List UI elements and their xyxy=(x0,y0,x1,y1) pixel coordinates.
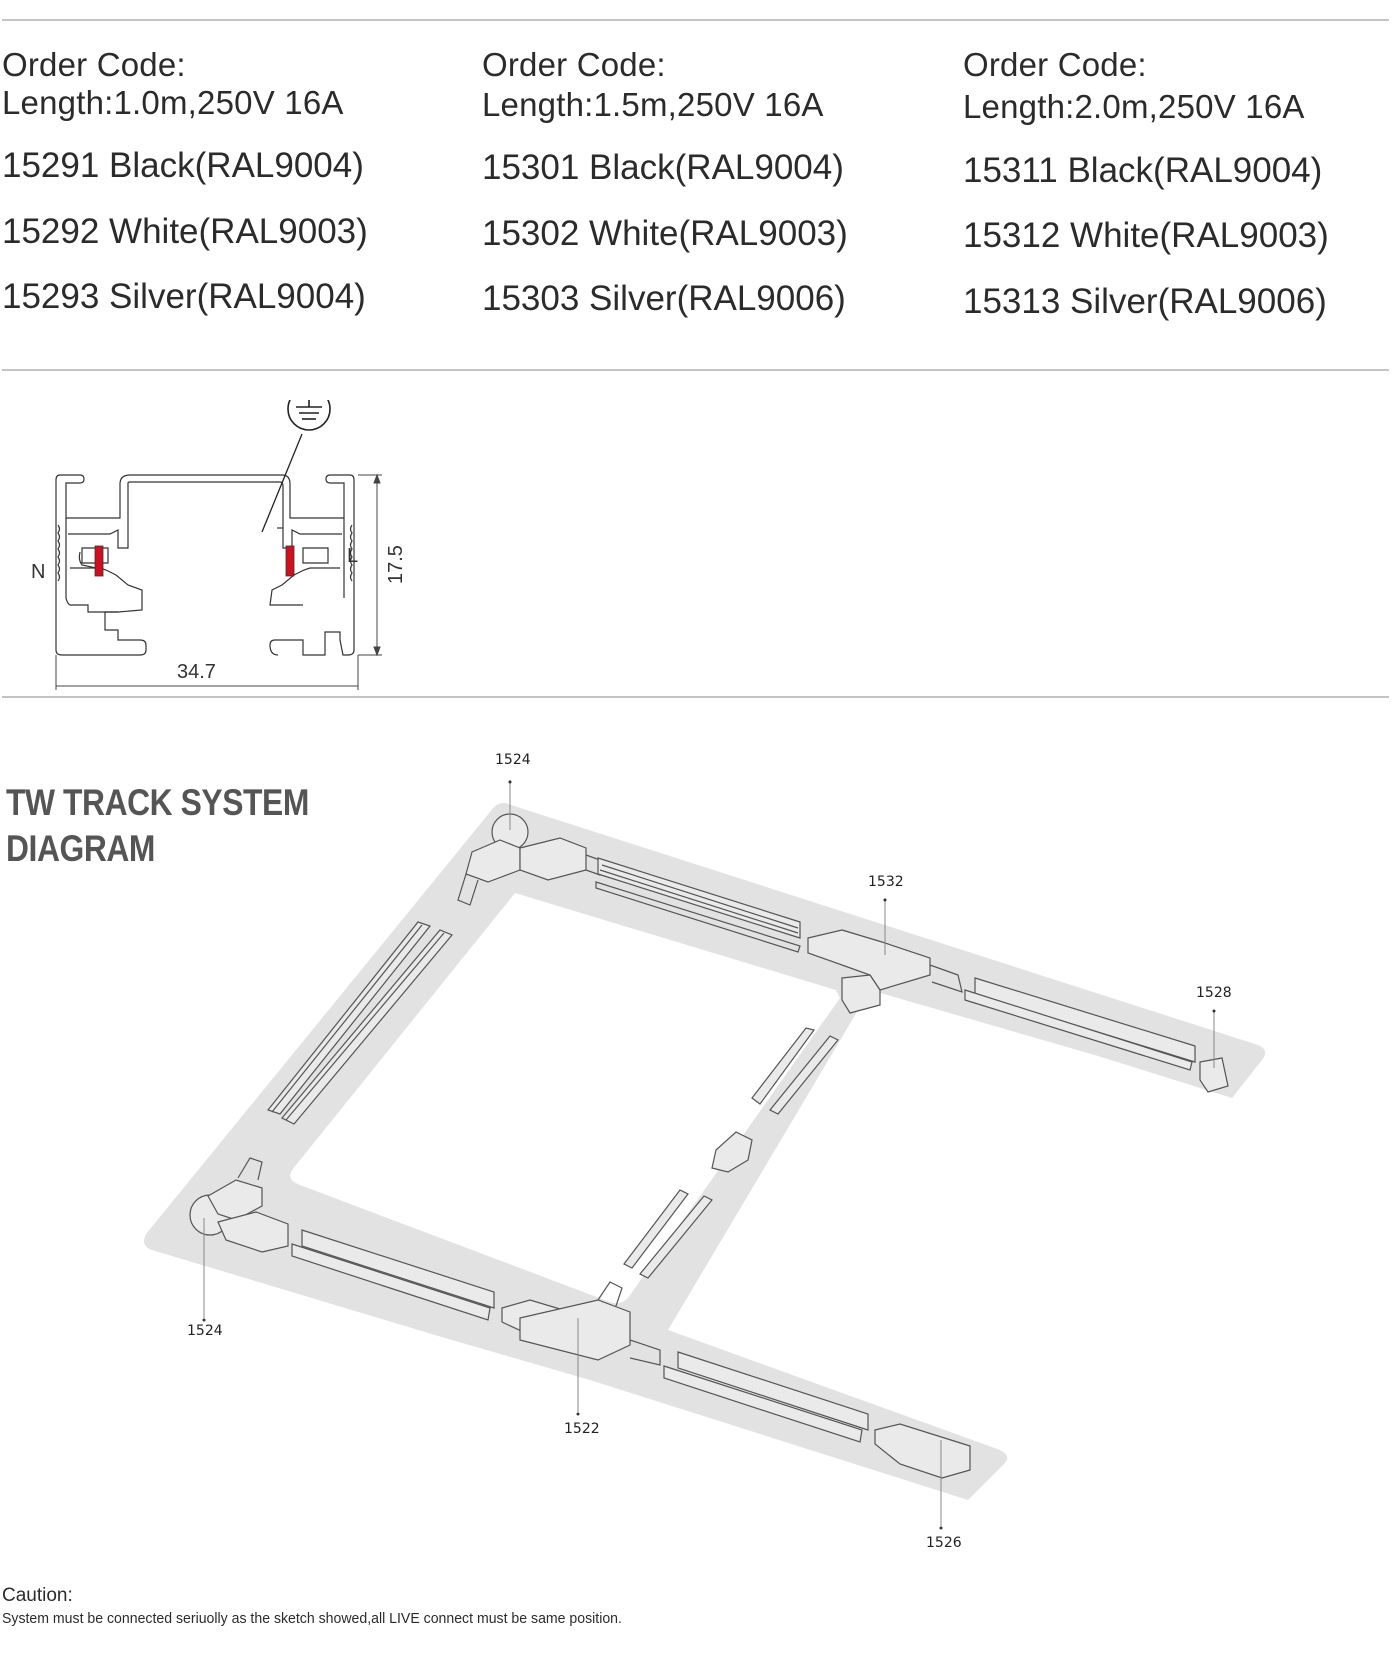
order-item: 15292 White(RAL9003) xyxy=(2,212,368,251)
divider-middle xyxy=(2,369,1389,371)
layout-background xyxy=(144,802,1266,1500)
track-profile-drawing: N L 34.7 17.5 xyxy=(31,400,407,690)
length-spec: Length:1.5m,250V 16A xyxy=(482,86,824,123)
divider-lower xyxy=(2,696,1389,698)
callout-1528: 1528 xyxy=(1196,985,1232,1001)
length-spec: Length:2.0m,250V 16A xyxy=(963,88,1305,125)
callout-1532: 1532 xyxy=(868,874,904,890)
diagram-title-line1: TW TRACK SYSTEM xyxy=(6,782,309,823)
order-item: 15303 Silver(RAL9006) xyxy=(482,279,846,318)
live-label: L xyxy=(347,545,358,567)
order-item: 15302 White(RAL9003) xyxy=(482,214,848,253)
order-item: 15301 Black(RAL9004) xyxy=(482,148,844,187)
order-column-1-5m: Order Code: Length:1.5m,250V 16A 15301 B… xyxy=(482,46,848,318)
callout-1526: 1526 xyxy=(926,1535,962,1551)
order-code-heading: Order Code: xyxy=(482,46,666,83)
order-column-2m: Order Code: Length:2.0m,250V 16A 15311 B… xyxy=(963,46,1329,321)
order-item: 15293 Silver(RAL9004) xyxy=(2,277,366,316)
diagram-title: TW TRACK SYSTEM DIAGRAM xyxy=(6,780,309,872)
order-item: 15311 Black(RAL9004) xyxy=(963,151,1323,190)
height-dimension: 17.5 xyxy=(385,545,407,584)
callout-1524-top: 1524 xyxy=(495,752,531,768)
order-item: 15312 White(RAL9003) xyxy=(963,216,1329,255)
caution-title: Caution: xyxy=(2,1585,73,1606)
callout-1524-bottom: 1524 xyxy=(187,1323,223,1339)
order-code-heading: Order Code: xyxy=(963,46,1147,83)
length-spec: Length:1.0m,250V 16A xyxy=(2,84,344,121)
order-item: 15313 Silver(RAL9006) xyxy=(963,282,1327,321)
order-column-1m: Order Code: Length:1.0m,250V 16A 15291 B… xyxy=(2,46,368,316)
earth-ground-icon xyxy=(287,400,331,431)
callout-1522: 1522 xyxy=(564,1421,600,1437)
track-system-diagram xyxy=(144,780,1266,1530)
diagram-title-line2: DIAGRAM xyxy=(6,828,156,869)
divider-top xyxy=(2,19,1389,21)
caution-text: System must be connected seriuolly as th… xyxy=(2,1610,622,1627)
neutral-label: N xyxy=(31,561,45,583)
width-dimension: 34.7 xyxy=(177,661,216,683)
order-code-heading: Order Code: xyxy=(2,46,186,83)
order-item: 15291 Black(RAL9004) xyxy=(2,146,364,185)
